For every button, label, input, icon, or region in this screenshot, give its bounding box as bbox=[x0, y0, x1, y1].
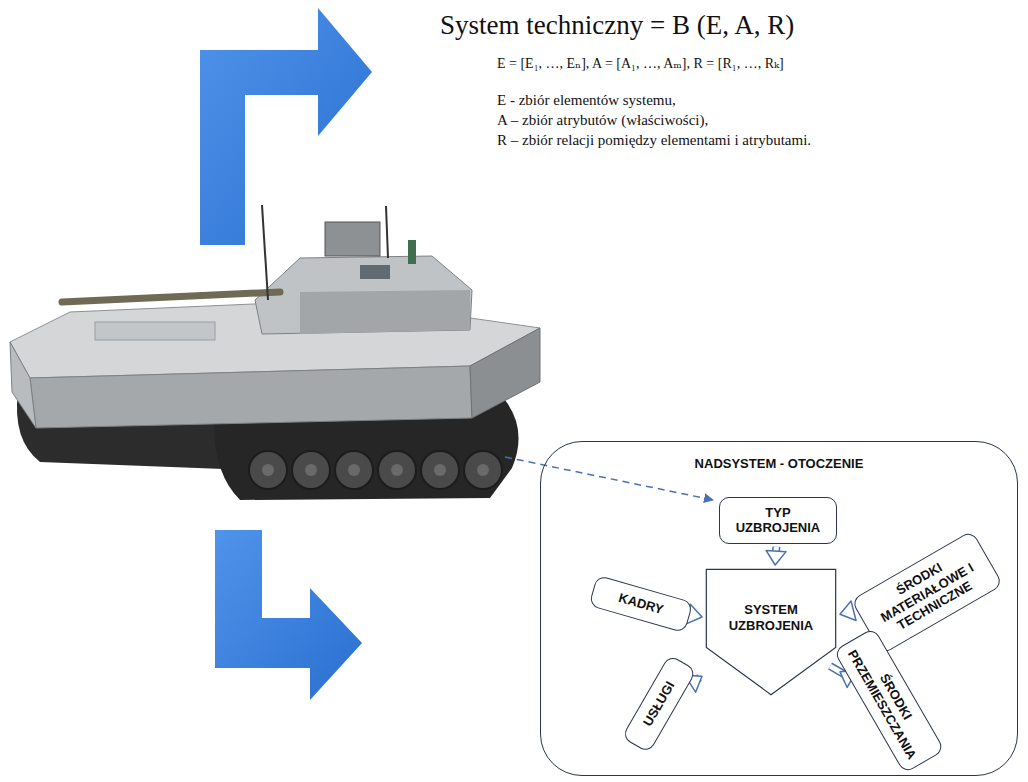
road-wheel bbox=[421, 451, 459, 489]
hull-panel bbox=[95, 322, 215, 340]
hull-side bbox=[30, 366, 472, 428]
environment-region: NADSYSTEM - OTOCZENIE TYP UZBROJENIA KADRY… bbox=[540, 441, 1018, 776]
road-wheel bbox=[335, 451, 373, 489]
sight bbox=[360, 265, 390, 279]
node-text: KADRY bbox=[617, 590, 665, 617]
blue-arrow-up-right bbox=[200, 8, 372, 245]
node-text: USŁUGI bbox=[640, 679, 678, 729]
region-heading: NADSYSTEM - OTOCZENIE bbox=[541, 456, 1017, 471]
formula-label: E = [E₁, …, Eₙ], A = [A₁, …, Aₘ], R = [R… bbox=[497, 55, 784, 72]
road-wheel bbox=[249, 451, 287, 489]
wheel-hub bbox=[348, 464, 360, 476]
hull-rear bbox=[10, 342, 36, 428]
weapon-station bbox=[325, 222, 380, 256]
wheel-hub bbox=[305, 464, 317, 476]
resource-box: USŁUGI bbox=[621, 654, 696, 753]
antenna bbox=[262, 205, 268, 300]
road-wheel bbox=[464, 451, 502, 489]
antenna bbox=[386, 206, 388, 258]
road-wheel bbox=[292, 451, 330, 489]
definition-label: A – zbiór atrybutów (właściwości), bbox=[497, 112, 708, 129]
dashed-pointer bbox=[505, 457, 713, 500]
definition-label: E - zbiór elementów systemu, bbox=[497, 92, 676, 109]
wheel-hub bbox=[262, 464, 274, 476]
resource-box: TYP UZBROJENIA bbox=[719, 497, 837, 544]
arrow-head bbox=[766, 550, 786, 565]
hull-front bbox=[470, 328, 540, 418]
hollow-arrow bbox=[766, 547, 786, 565]
road-wheel bbox=[378, 451, 416, 489]
definition-label: R – zbiór relacji pomiędzy elementami i … bbox=[497, 132, 811, 149]
wheel-hub bbox=[391, 464, 403, 476]
resource-box: KADRY bbox=[589, 575, 694, 633]
gun-barrel bbox=[62, 292, 280, 302]
node-text: ŚRODKI PRZEMIESZCZANIA bbox=[845, 647, 920, 761]
node-text: SYSTEM UZBROJENIA bbox=[705, 568, 837, 635]
road-wheels bbox=[249, 451, 502, 489]
wheel-hub bbox=[477, 464, 489, 476]
system-pentagon: SYSTEM UZBROJENIA bbox=[705, 568, 837, 696]
blue-arrow-down-right bbox=[215, 530, 362, 700]
node-text: TYP UZBROJENIA bbox=[736, 505, 821, 536]
node-text: ŚRODKI MATERIAŁOWE I TECHNICZNE bbox=[878, 559, 976, 633]
wheel-hub bbox=[434, 464, 446, 476]
turret-side bbox=[300, 290, 470, 334]
diagram-title: System techniczny = B (E, A, R) bbox=[440, 10, 794, 41]
turret bbox=[255, 256, 472, 334]
vehicle-illustration bbox=[10, 205, 540, 500]
mast bbox=[408, 240, 416, 264]
